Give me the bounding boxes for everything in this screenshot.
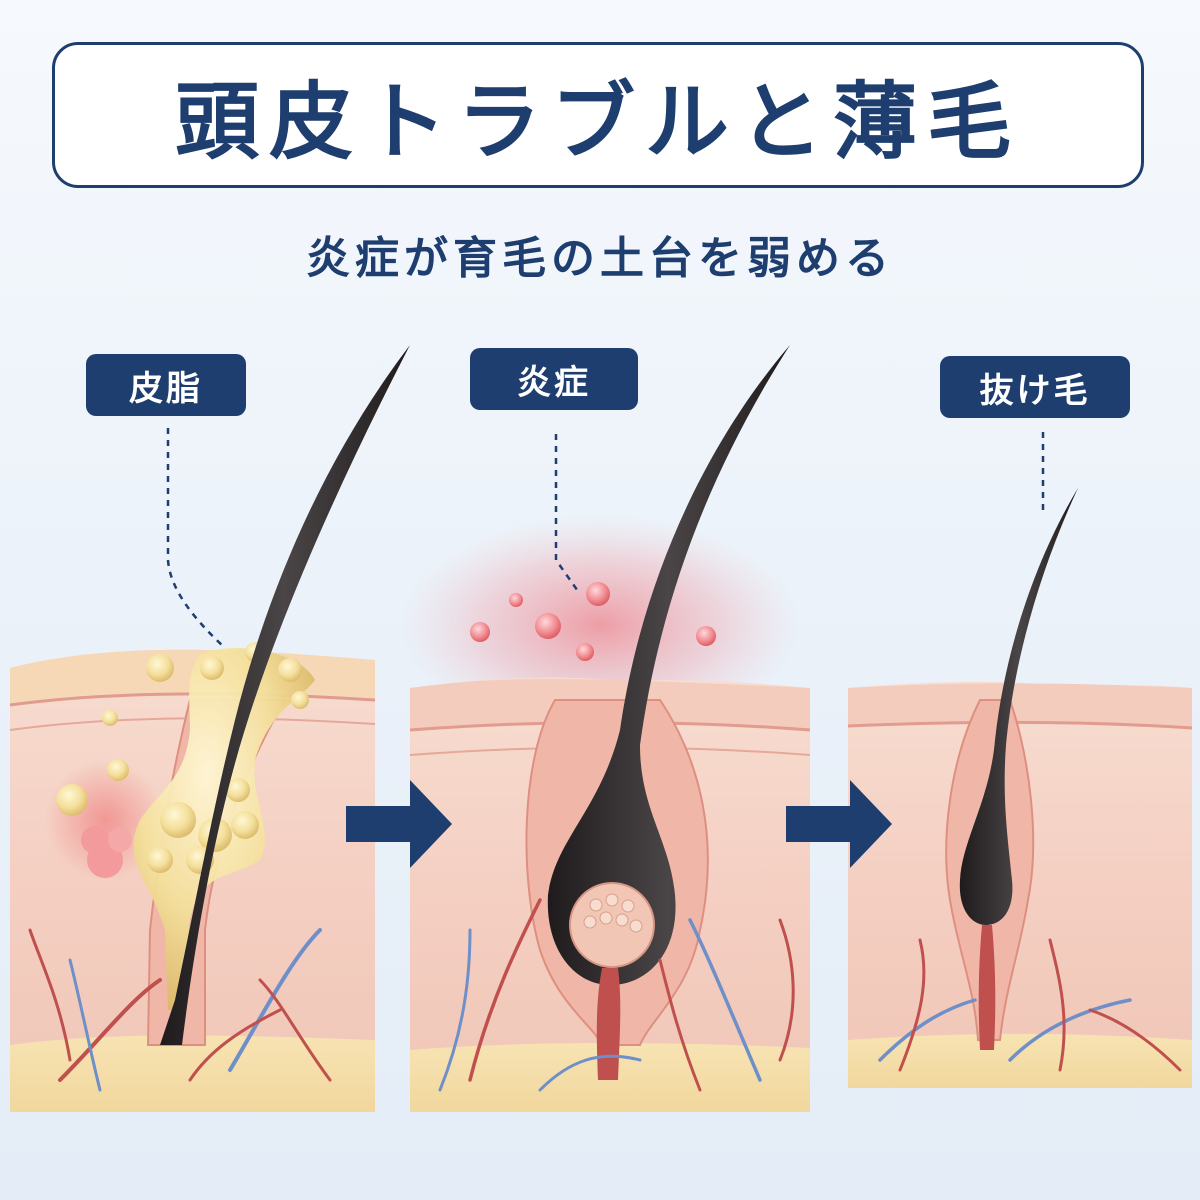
panel-hair-loss [847, 432, 1193, 1088]
label-inflammation: 炎症 [470, 348, 638, 410]
subtitle: 炎症が育毛の土台を弱める [306, 233, 894, 284]
label-sebum: 皮脂 [86, 354, 246, 416]
arrow-right-icon [786, 780, 892, 868]
hair-strand [959, 488, 1078, 925]
callout-line-sebum [166, 428, 226, 649]
hair-strand [547, 345, 790, 985]
panel-sebum [9, 345, 410, 1112]
title-box: 頭皮トラブルと薄毛 [52, 42, 1144, 188]
callout-line-inflammation [554, 434, 582, 595]
panel-inflammation [400, 345, 811, 1112]
label-hair-loss: 抜け毛 [940, 356, 1130, 418]
arrow-right-icon [346, 780, 452, 868]
hair-strand [160, 345, 410, 1045]
page-title: 頭皮トラブルと薄毛 [174, 72, 1021, 171]
pustules [470, 582, 716, 661]
